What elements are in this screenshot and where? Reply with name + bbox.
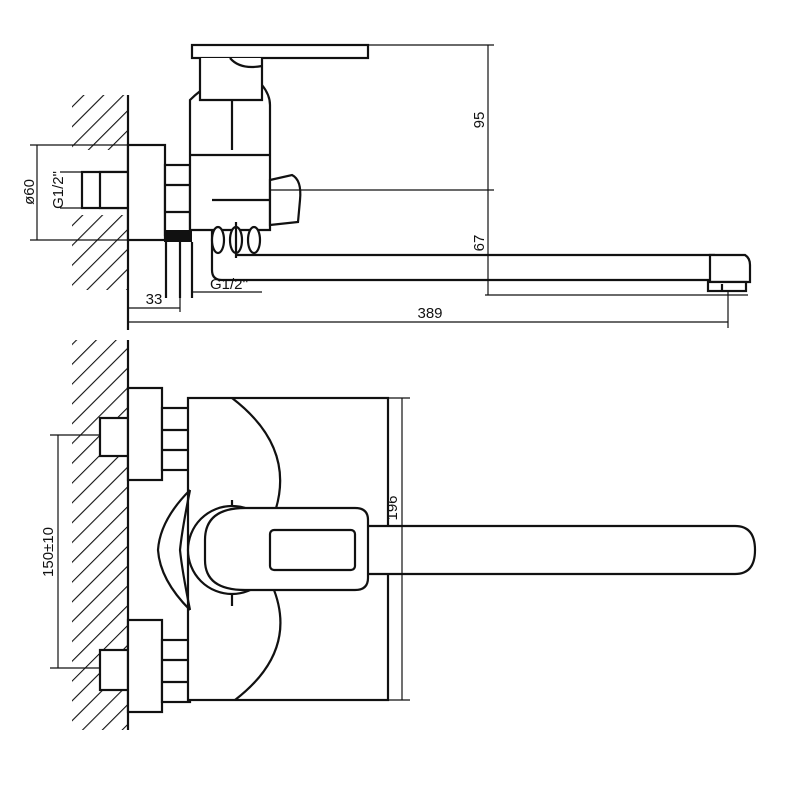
dim-body-height: 196: [384, 495, 401, 520]
lever-handle: [190, 43, 370, 102]
upper-inlet: [98, 386, 205, 482]
dimension-lines-side: [30, 44, 748, 328]
dim-spout-height: 67: [471, 235, 488, 252]
mixer-body: [188, 83, 272, 232]
dim-lever-height: 95: [471, 112, 488, 129]
spout-top: [203, 506, 757, 592]
eccentric-nut: [163, 163, 194, 298]
wall-inlet-pipe: [80, 170, 130, 210]
dim-flange-diameter: ø60: [21, 179, 38, 205]
dimension-lines-top: [50, 397, 410, 701]
dim-inlet-spacing: 150±10: [40, 527, 57, 577]
diverter-knob: [268, 173, 302, 227]
dim-overall-length: 389: [417, 305, 442, 322]
dim-outlet-thread: G1/2'': [210, 276, 248, 293]
dim-inlet-thread: G1/2": [50, 171, 67, 209]
spout-side: [210, 222, 752, 293]
side-view: 95 67 389 33 ø60 G1/2" G1/2'': [21, 43, 752, 330]
top-view: 196 150±10: [40, 340, 757, 730]
lower-inlet: [98, 618, 192, 714]
wall-flange: [126, 143, 167, 242]
wall-hatch-top: [72, 95, 130, 330]
dim-wall-offset: 33: [146, 291, 163, 308]
